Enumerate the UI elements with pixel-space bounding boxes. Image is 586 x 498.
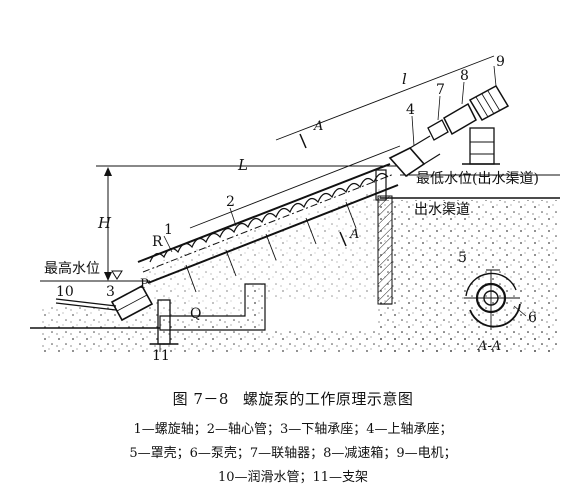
label-Q: Q [190,306,201,322]
section-view [464,269,527,330]
leader-lines [159,65,497,352]
legend-line-1: 1—螺旋轴；2—轴心管；3—下轴承座；4—上轴承座； [133,422,453,437]
support-bracket [150,299,178,345]
upper-bearing [375,135,441,201]
label-7: 7 [436,82,445,98]
label-l: l [402,70,407,88]
label-10: 10 [56,284,74,300]
foundation [30,188,560,352]
label-high-level: 最高水位 [44,260,100,277]
lower-bearing [55,284,154,322]
figure-caption: 图 7－8 螺旋泵的工作原理示意图 [0,388,586,409]
height-dimension [104,167,112,281]
label-1: 1 [164,222,173,238]
label-6: 6 [528,310,537,326]
label-5: 5 [458,250,467,266]
label-11: 11 [152,348,170,364]
figure-title: 螺旋泵的工作原理示意图 [242,390,414,408]
label-9: 9 [496,54,505,70]
figure-number: 图 7－8 [172,390,229,408]
legend-line-3: 10—润滑水管；11—支架 [217,470,369,485]
label-P: P [140,277,149,292]
screw-pump-diagram: l L H A A R P Q 1 2 3 4 5 6 7 8 9 10 11 … [30,54,560,364]
label-H: H [97,214,112,232]
label-A-low: A [349,227,359,242]
labels: l L H A A R P Q 1 2 3 4 5 6 7 8 9 10 11 … [44,54,539,364]
label-8: 8 [460,68,469,84]
label-A-top: A [313,119,323,134]
label-outlet: 出水渠道 [414,202,470,218]
label-L: L [237,156,248,174]
pump-casing [137,163,399,293]
label-3: 3 [106,284,115,300]
drive-unit [427,85,510,165]
label-2: 2 [226,194,235,210]
label-section: A-A [477,339,501,354]
label-low-level: 最低水位(出水渠道) [416,171,539,187]
label-4: 4 [406,102,415,118]
label-R: R [152,234,163,250]
dimension-lines [189,55,495,247]
legend-line-2: 5—罩壳；6—泵壳；7—联轴器；8—减速箱；9—电机； [129,446,457,461]
